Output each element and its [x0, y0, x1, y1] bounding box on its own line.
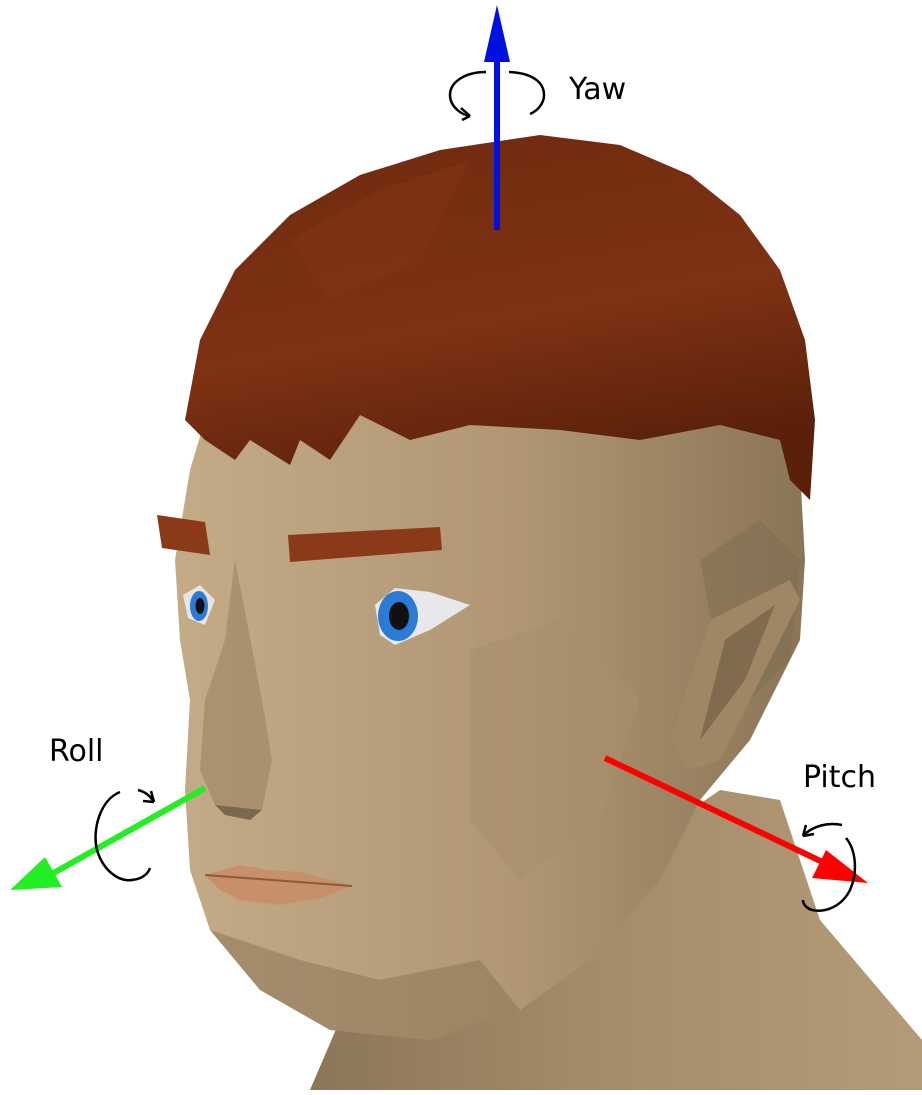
- pitch-label: Pitch: [803, 763, 876, 793]
- yaw-label: Yaw: [569, 75, 626, 105]
- roll-label: Roll: [49, 737, 104, 767]
- yaw-axis-arrow: [484, 5, 510, 230]
- roll-axis-arrow: [10, 788, 205, 890]
